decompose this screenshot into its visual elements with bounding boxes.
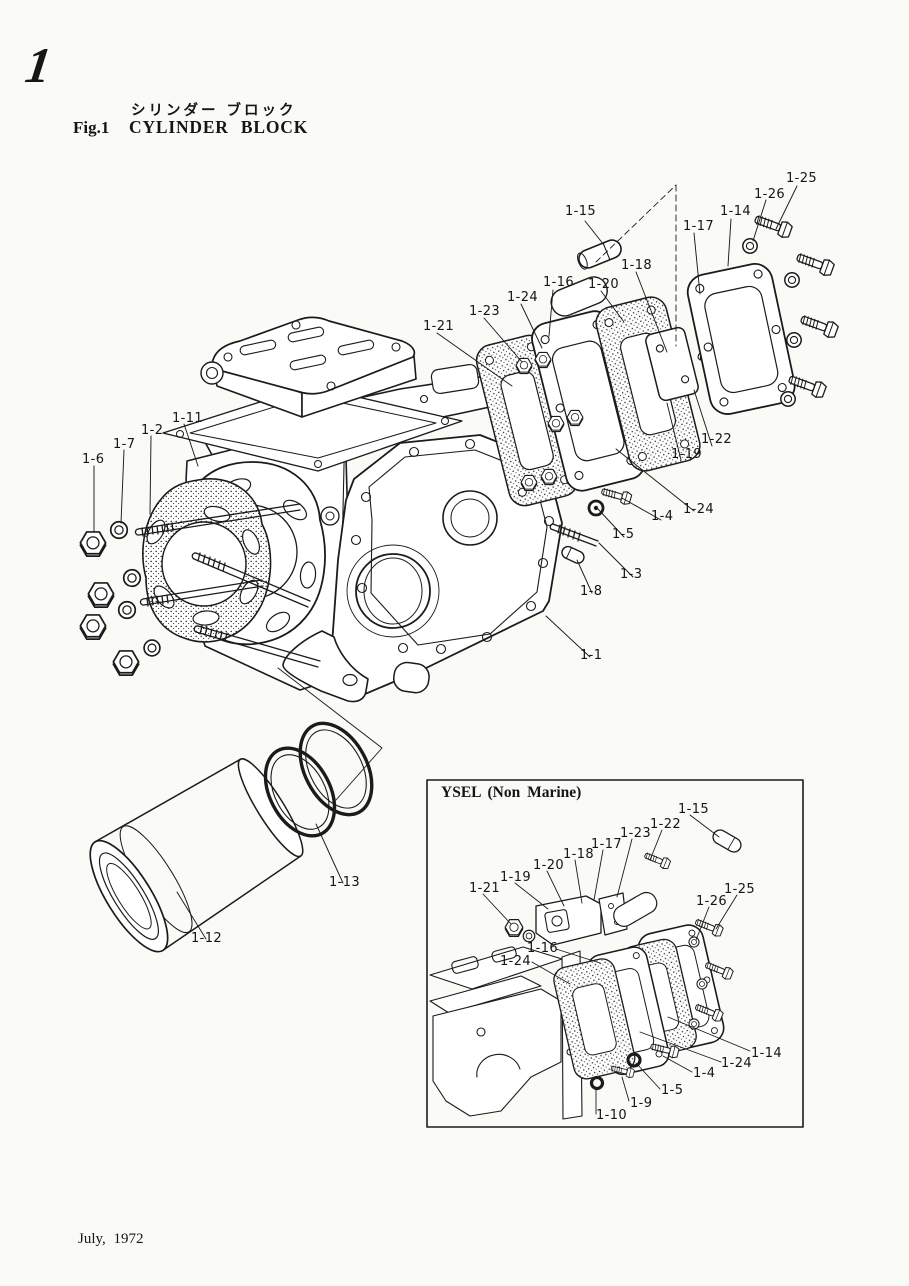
part-label: 1-17 — [683, 219, 715, 234]
part-label: 1-9 — [630, 1096, 653, 1111]
part-label: 1-20 — [533, 858, 565, 873]
stud-short — [549, 523, 599, 547]
shim-plate — [645, 326, 699, 402]
cylinder-liner — [89, 758, 304, 953]
part-label: 1-5 — [612, 527, 635, 542]
part-label: 1-6 — [82, 452, 105, 467]
figure-title: CYLINDER BLOCK — [129, 117, 309, 137]
part-label: 1-15 — [678, 802, 710, 817]
small-washer — [587, 499, 605, 517]
part-label: 1-16 — [527, 941, 559, 956]
part-label: 1-7 — [113, 437, 136, 452]
part-label: 1-20 — [588, 277, 620, 292]
construction-lines — [595, 184, 677, 347]
cover-plate — [686, 263, 796, 415]
part-label: 1-26 — [754, 187, 786, 202]
part-label: 1-24 — [721, 1056, 753, 1071]
inset-device — [504, 829, 742, 946]
part-label: 1-23 — [469, 304, 501, 319]
part-label: 1-24 — [507, 290, 539, 305]
pin-small — [561, 545, 585, 564]
part-label: 1-12 — [191, 931, 223, 946]
leader-lines-main — [93, 185, 798, 940]
part-label: 1-3 — [620, 567, 643, 582]
part-label: 1-21 — [469, 881, 501, 896]
part-label: 1-21 — [423, 319, 455, 334]
part-label: 1-22 — [650, 817, 682, 832]
part-label: 1-14 — [720, 204, 752, 219]
part-label: 1-19 — [500, 870, 532, 885]
dowel-pin — [576, 239, 622, 270]
publication-date: July, 1972 — [78, 1231, 144, 1247]
part-label: 1-4 — [651, 509, 674, 524]
part-label: 1-1 — [580, 648, 603, 663]
leader-lines-inset — [482, 814, 751, 1115]
part-label: 1-8 — [580, 584, 603, 599]
part-label: 1-5 — [661, 1083, 684, 1098]
small-bolt — [599, 484, 633, 507]
part-label: 1-16 — [543, 275, 575, 290]
part-label: 1-18 — [621, 258, 653, 273]
part-label: 1-23 — [620, 826, 652, 841]
part-label: 1-19 — [671, 447, 703, 462]
inset-covers — [553, 891, 735, 1080]
part-label: 1-10 — [596, 1108, 628, 1123]
studs — [134, 503, 321, 668]
part-label: 1-15 — [565, 204, 597, 219]
part-label: 1-2 — [141, 423, 164, 438]
inset-figure — [426, 779, 804, 1128]
top-cover — [162, 316, 463, 472]
inset-title: YSEL (Non Marine) — [441, 784, 582, 801]
part-label: 1-22 — [701, 432, 733, 447]
part-label: 1-18 — [563, 847, 595, 862]
cover-band — [550, 276, 608, 317]
piston-rings — [263, 667, 383, 838]
part-label: 1-24 — [500, 954, 532, 969]
part-label: 1-17 — [591, 837, 623, 852]
part-label: 1-26 — [696, 894, 728, 909]
part-label: 1-24 — [683, 502, 715, 517]
part-label: 1-11 — [172, 411, 204, 426]
main-bearing-flange — [142, 461, 326, 646]
part-label: 1-25 — [786, 171, 818, 186]
title-japanese: シリンダー ブロック — [131, 103, 297, 119]
inset-small-parts — [589, 1039, 681, 1091]
figure-label: Fig.1 — [73, 118, 110, 137]
part-label: 1-14 — [751, 1046, 783, 1061]
part-label: 1-25 — [724, 882, 756, 897]
part-label: 1-13 — [329, 875, 361, 890]
part-label: 1-4 — [693, 1066, 716, 1081]
